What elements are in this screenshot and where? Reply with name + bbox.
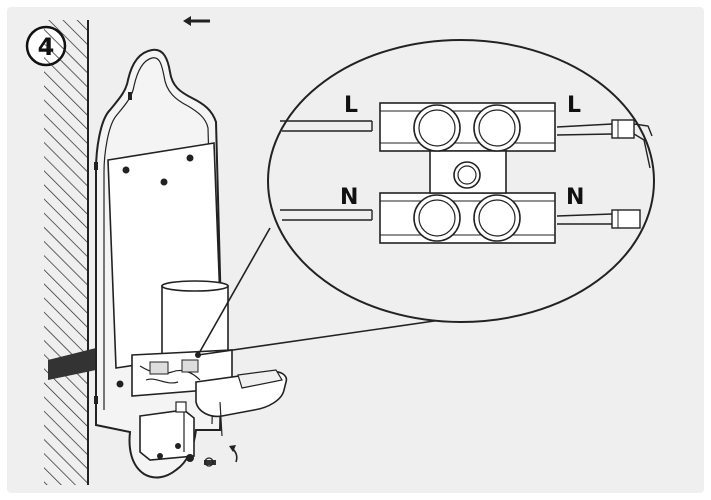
junction-box <box>139 401 195 461</box>
bracket-assembly <box>116 349 288 437</box>
label-neutral-out: N <box>566 185 584 210</box>
wall <box>44 20 89 485</box>
label-neutral-in: N <box>340 185 358 210</box>
output-wires <box>556 119 653 229</box>
label-live-out: L <box>567 93 581 118</box>
rotate-arrow-icon <box>229 445 238 463</box>
zoom-connector <box>195 227 442 358</box>
terminal-block <box>379 102 556 244</box>
screw <box>186 454 216 467</box>
arrow-left-icon <box>183 16 210 26</box>
label-live-in: L <box>344 93 358 118</box>
zoom-detail: L N L N <box>267 39 655 323</box>
input-wires <box>280 120 373 221</box>
